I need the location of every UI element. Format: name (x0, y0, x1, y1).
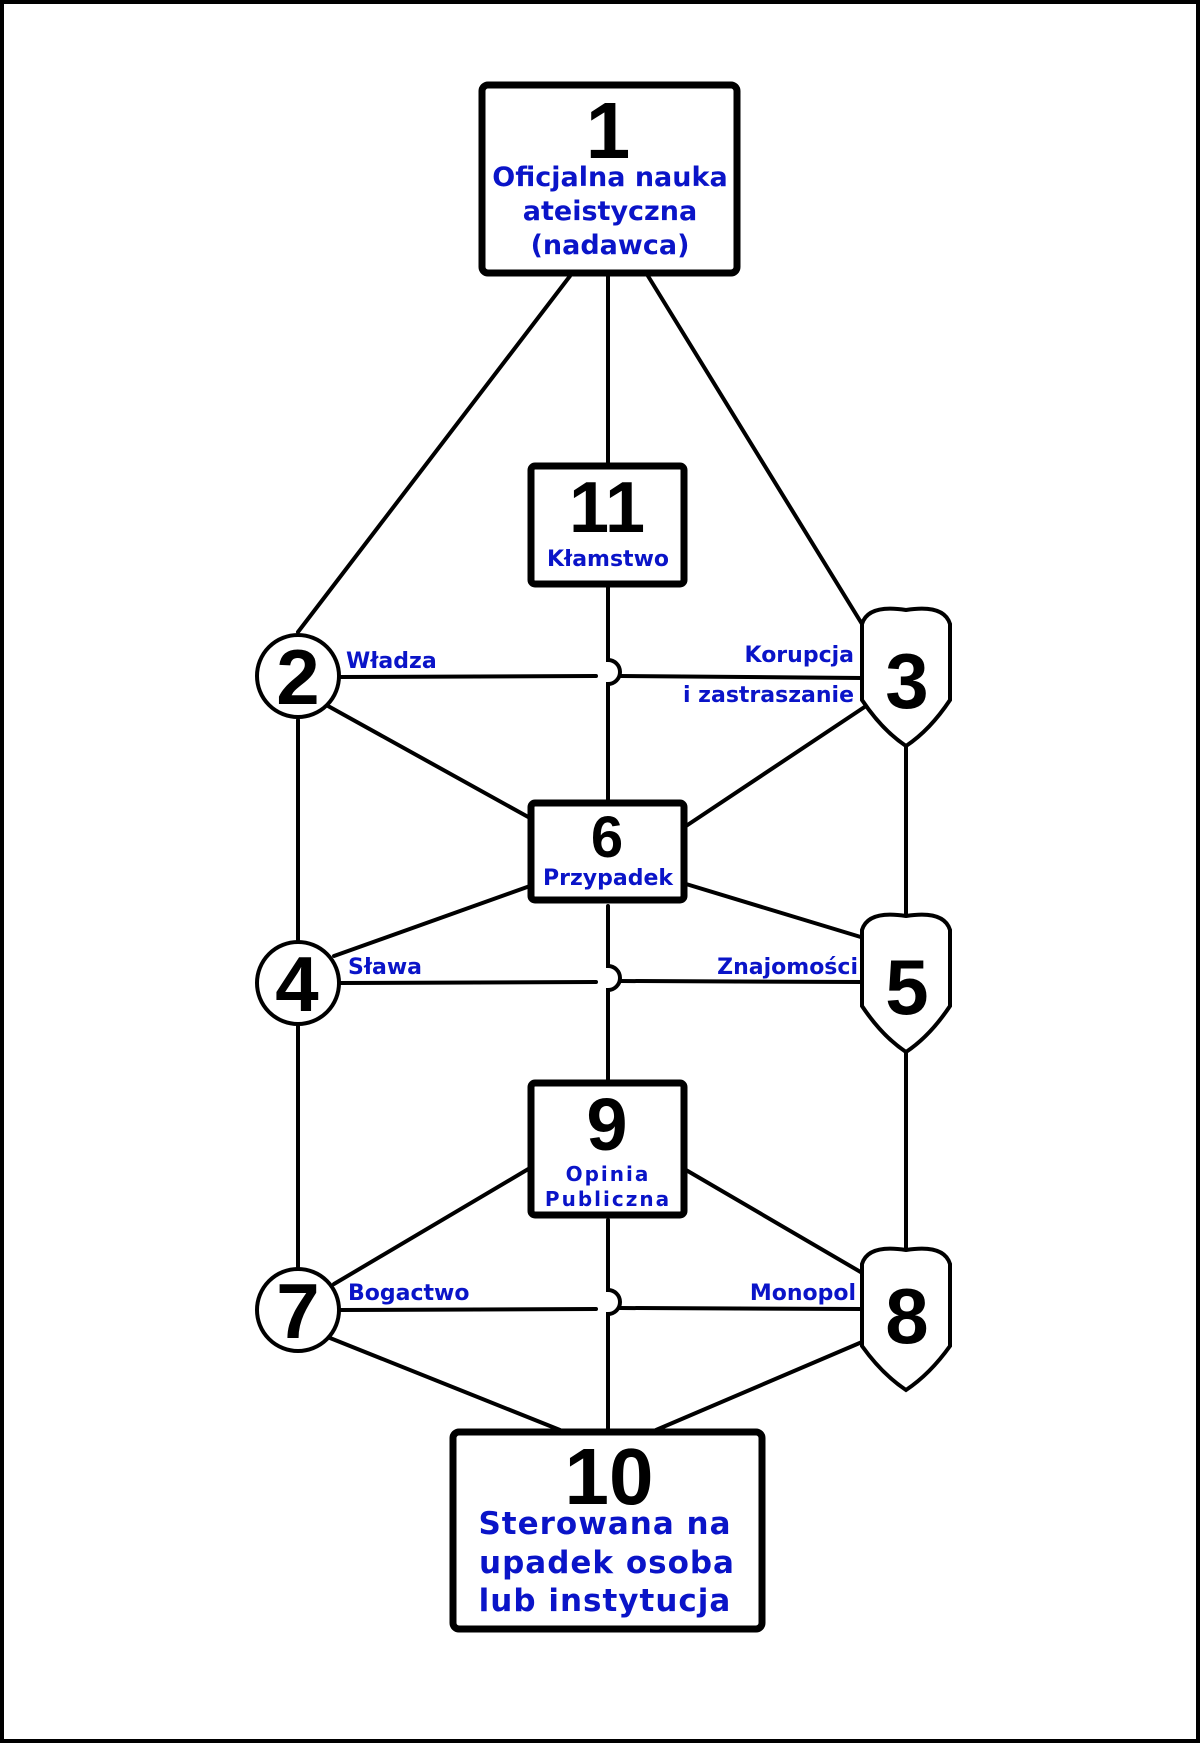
edge-9-7 (332, 1166, 532, 1286)
node-8-number: 8 (885, 1272, 928, 1360)
node-9-frame (527, 1079, 688, 1219)
node-6-box: 6 Przypadek (527, 799, 688, 904)
edge-1-3 (646, 274, 864, 626)
edge-3-6 (684, 704, 868, 828)
label-wladza: Władza (346, 649, 437, 674)
label-bogactwo: Bogactwo (348, 1281, 469, 1306)
node-10-frame (449, 1428, 766, 1633)
node-9-label-line-2: Publiczna (545, 1187, 671, 1211)
edge-9-8 (684, 1168, 866, 1276)
node-2-ring (255, 633, 341, 719)
label-znajomosci: Znajomości (717, 955, 858, 980)
label-slawa: Sława (348, 955, 422, 980)
node-4-number: 4 (275, 940, 318, 1028)
node-9-label-line-1: Opinia (566, 1162, 651, 1186)
node-7-number: 7 (276, 1267, 319, 1355)
label-korupcja-line-2: i zastraszanie (683, 683, 854, 708)
label-monopol: Monopol (750, 1281, 856, 1306)
node-3-number: 3 (885, 637, 928, 725)
node-8-shield: 8 (860, 1246, 952, 1393)
node-7-ring (255, 1267, 341, 1353)
edge-7-10 (328, 1336, 562, 1432)
node-11-number: 11 (569, 468, 645, 548)
node-5-number: 5 (885, 943, 928, 1031)
node-10-label-line-2: upadek osoba (479, 1545, 735, 1581)
node-11-label: Kłamstwo (547, 547, 669, 572)
node-1-frame (478, 81, 741, 277)
edge-4-5-left (338, 980, 598, 985)
node-5-shield: 5 (860, 912, 952, 1055)
node-2-circle: 2 (255, 633, 341, 721)
node-4-circle: 4 (255, 940, 341, 1028)
node-11-frame (527, 462, 688, 588)
node-1-box: 1 Oficjalna nauka ateistyczna (nadawca) (478, 81, 741, 277)
node-10-box: 10 Sterowana na upadek osoba lub instytu… (449, 1428, 766, 1633)
edge-1-2 (296, 274, 572, 634)
node-11-box: 11 Kłamstwo (527, 462, 688, 588)
node-1-label-line-2: ateistyczna (523, 196, 697, 227)
node-3-shape (860, 606, 952, 749)
node-10-label-line-3: lub instytucja (479, 1583, 732, 1619)
node-5-shape (860, 912, 952, 1055)
node-10-label-line-1: Sterowana na (478, 1506, 731, 1542)
node-6-frame (527, 799, 688, 904)
label-korupcja-line-1: Korupcja (745, 643, 854, 668)
node-9-box: 9 Opinia Publiczna (527, 1079, 688, 1219)
node-6-label: Przypadek (543, 866, 674, 891)
edge-6-5 (684, 882, 866, 940)
node-8-shape (860, 1246, 952, 1393)
edge-2-3-left (338, 674, 598, 679)
node-10-number: 10 (565, 1432, 654, 1521)
node-4-ring (255, 940, 341, 1026)
node-6-number: 6 (591, 805, 623, 870)
edge-7-8-right (618, 1306, 864, 1311)
edge-4-5-right (618, 979, 864, 984)
node-2-number: 2 (276, 633, 319, 721)
node-9-number: 9 (586, 1083, 627, 1166)
node-1-number: 1 (586, 86, 631, 175)
edge-6-4 (332, 884, 532, 958)
node-3-shield: 3 (860, 606, 952, 749)
node-1-label-line-1: Oficjalna nauka (492, 162, 727, 193)
connector-lines (296, 274, 908, 1432)
edge-2-6 (326, 704, 532, 820)
edge-1-10-center (606, 274, 622, 1432)
edge-2-3-right (618, 674, 864, 680)
edge-7-8-left (338, 1307, 598, 1312)
node-7-circle: 7 (255, 1267, 341, 1355)
edge-8-10 (654, 1340, 864, 1432)
node-1-label-line-3: (nadawca) (531, 230, 690, 261)
